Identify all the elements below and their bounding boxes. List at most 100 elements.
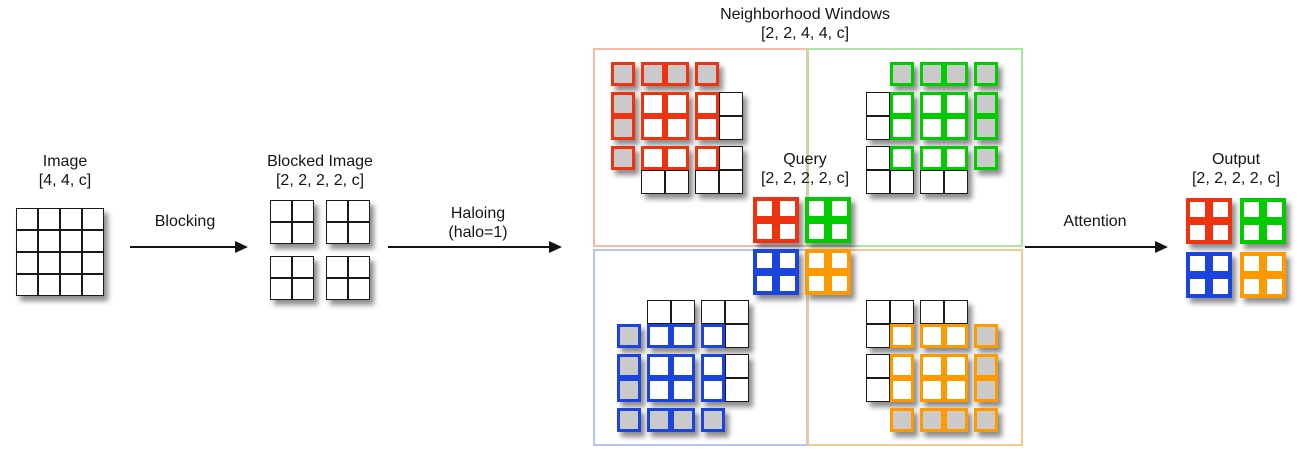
halo-window-cell — [920, 378, 944, 402]
halo-window-cell — [890, 354, 914, 378]
blocked-image-block-group — [326, 256, 370, 300]
grid-cell — [82, 252, 104, 274]
halo-window-cell — [776, 220, 799, 243]
halo-window-top-left-group — [611, 92, 635, 140]
blocked-image-block-group — [326, 200, 370, 244]
halo-window-cell — [1209, 221, 1232, 244]
grid-cell — [866, 92, 890, 116]
grid-cell — [719, 92, 743, 116]
halo-window-bottom-left-group — [701, 354, 749, 402]
halo-window-cell — [828, 220, 851, 243]
halo-window-top-right-group — [890, 62, 914, 86]
halo-padding-cell — [611, 116, 635, 140]
grid-cell — [866, 378, 890, 402]
grid-cell — [920, 300, 944, 324]
grid-cell — [719, 170, 743, 194]
halo-padding-cell — [665, 62, 689, 86]
halo-window-cell — [1263, 275, 1286, 298]
halo-window-cell — [753, 272, 776, 295]
blocked-image-block-group — [270, 200, 314, 244]
halo-window-cell — [944, 92, 968, 116]
grid-cell — [16, 230, 38, 252]
neighborhood-title: Neighborhood Windows — [720, 6, 890, 23]
grid-cell — [944, 300, 968, 324]
grid-cell — [647, 300, 671, 324]
halo-window-bottom-right-group — [974, 408, 998, 432]
halo-padding-cell — [890, 408, 914, 432]
query-title: Query — [783, 151, 827, 168]
halo-padding-cell — [944, 408, 968, 432]
halo-padding-cell — [671, 408, 695, 432]
halo-window-cell — [1240, 275, 1263, 298]
blocked-image-label: Blocked Image [2, 2, 2, 2, c] — [238, 152, 402, 190]
halo-window-bottom-left-group — [617, 354, 641, 402]
halo-window-cell — [671, 324, 695, 348]
halo-window-cell — [647, 324, 671, 348]
halo-window-cell — [647, 378, 671, 402]
halo-window-cell — [890, 378, 914, 402]
arrowhead-icon — [1155, 241, 1168, 253]
halo-window-cell — [1186, 221, 1209, 244]
halo-window-cell — [944, 116, 968, 140]
halo-window-top-left-group — [641, 62, 689, 86]
halo-window-cell — [805, 272, 828, 295]
halo-window-cell — [701, 354, 725, 378]
halo-window-cell — [753, 220, 776, 243]
halo-padding-cell — [695, 62, 719, 86]
output-title: Output — [1211, 151, 1261, 168]
grid-cell — [695, 170, 719, 194]
halo-window-cell — [701, 324, 725, 348]
grid-cell — [725, 354, 749, 378]
grid-cell — [701, 300, 725, 324]
halo-window-cell — [920, 116, 944, 140]
halo-window-top-right-group — [866, 146, 914, 194]
halo-window-top-left-group — [641, 92, 689, 140]
halo-window-cell — [1209, 252, 1232, 275]
attention-label: Attention — [1030, 212, 1160, 231]
halo-padding-cell — [611, 146, 635, 170]
halo-window-bottom-right-group — [920, 408, 968, 432]
halo-window-cell — [944, 146, 968, 170]
haloing-param: (halo=1) — [448, 224, 508, 241]
grid-cell — [866, 146, 890, 170]
halo-window-cell — [753, 197, 776, 220]
halo-window-cell — [944, 354, 968, 378]
grid-cell — [326, 200, 348, 222]
halo-window-top-right-group — [866, 92, 914, 140]
grid-cell — [38, 230, 60, 252]
attention-arrow — [1025, 241, 1168, 253]
halo-window-cell — [701, 378, 725, 402]
grid-cell — [348, 222, 370, 244]
grid-cell — [665, 170, 689, 194]
query-label: Query [2, 2, 2, 2, c] — [728, 150, 882, 188]
halo-window-bottom-left-group — [647, 300, 695, 348]
halo-window-cell — [1186, 198, 1209, 221]
halo-padding-cell — [974, 116, 998, 140]
grid-cell — [292, 256, 314, 278]
halo-padding-cell — [890, 62, 914, 86]
halo-window-top-left-group — [695, 62, 719, 86]
halo-window-cell — [641, 116, 665, 140]
halo-window-top-left-group — [695, 92, 743, 140]
output-block-bottom-right-group — [1240, 252, 1286, 298]
halo-window-cell — [665, 116, 689, 140]
halo-window-top-right-group — [974, 146, 998, 170]
grid-cell — [719, 146, 743, 170]
grid-cell — [326, 278, 348, 300]
halo-window-cell — [805, 220, 828, 243]
halo-padding-cell — [974, 408, 998, 432]
halo-padding-cell — [974, 92, 998, 116]
halo-window-top-left-group — [611, 62, 635, 86]
haloing-arrow — [388, 241, 562, 253]
halo-window-bottom-left-group — [701, 300, 749, 348]
halo-window-cell — [920, 324, 944, 348]
halo-padding-cell — [974, 378, 998, 402]
grid-cell — [866, 170, 890, 194]
grid-cell — [890, 300, 914, 324]
halo-window-bottom-left-group — [647, 354, 695, 402]
halo-window-cell — [1263, 221, 1286, 244]
halo-window-top-right-group — [920, 146, 968, 194]
halo-window-top-right-group — [974, 92, 998, 140]
halo-window-bottom-right-group — [890, 408, 914, 432]
